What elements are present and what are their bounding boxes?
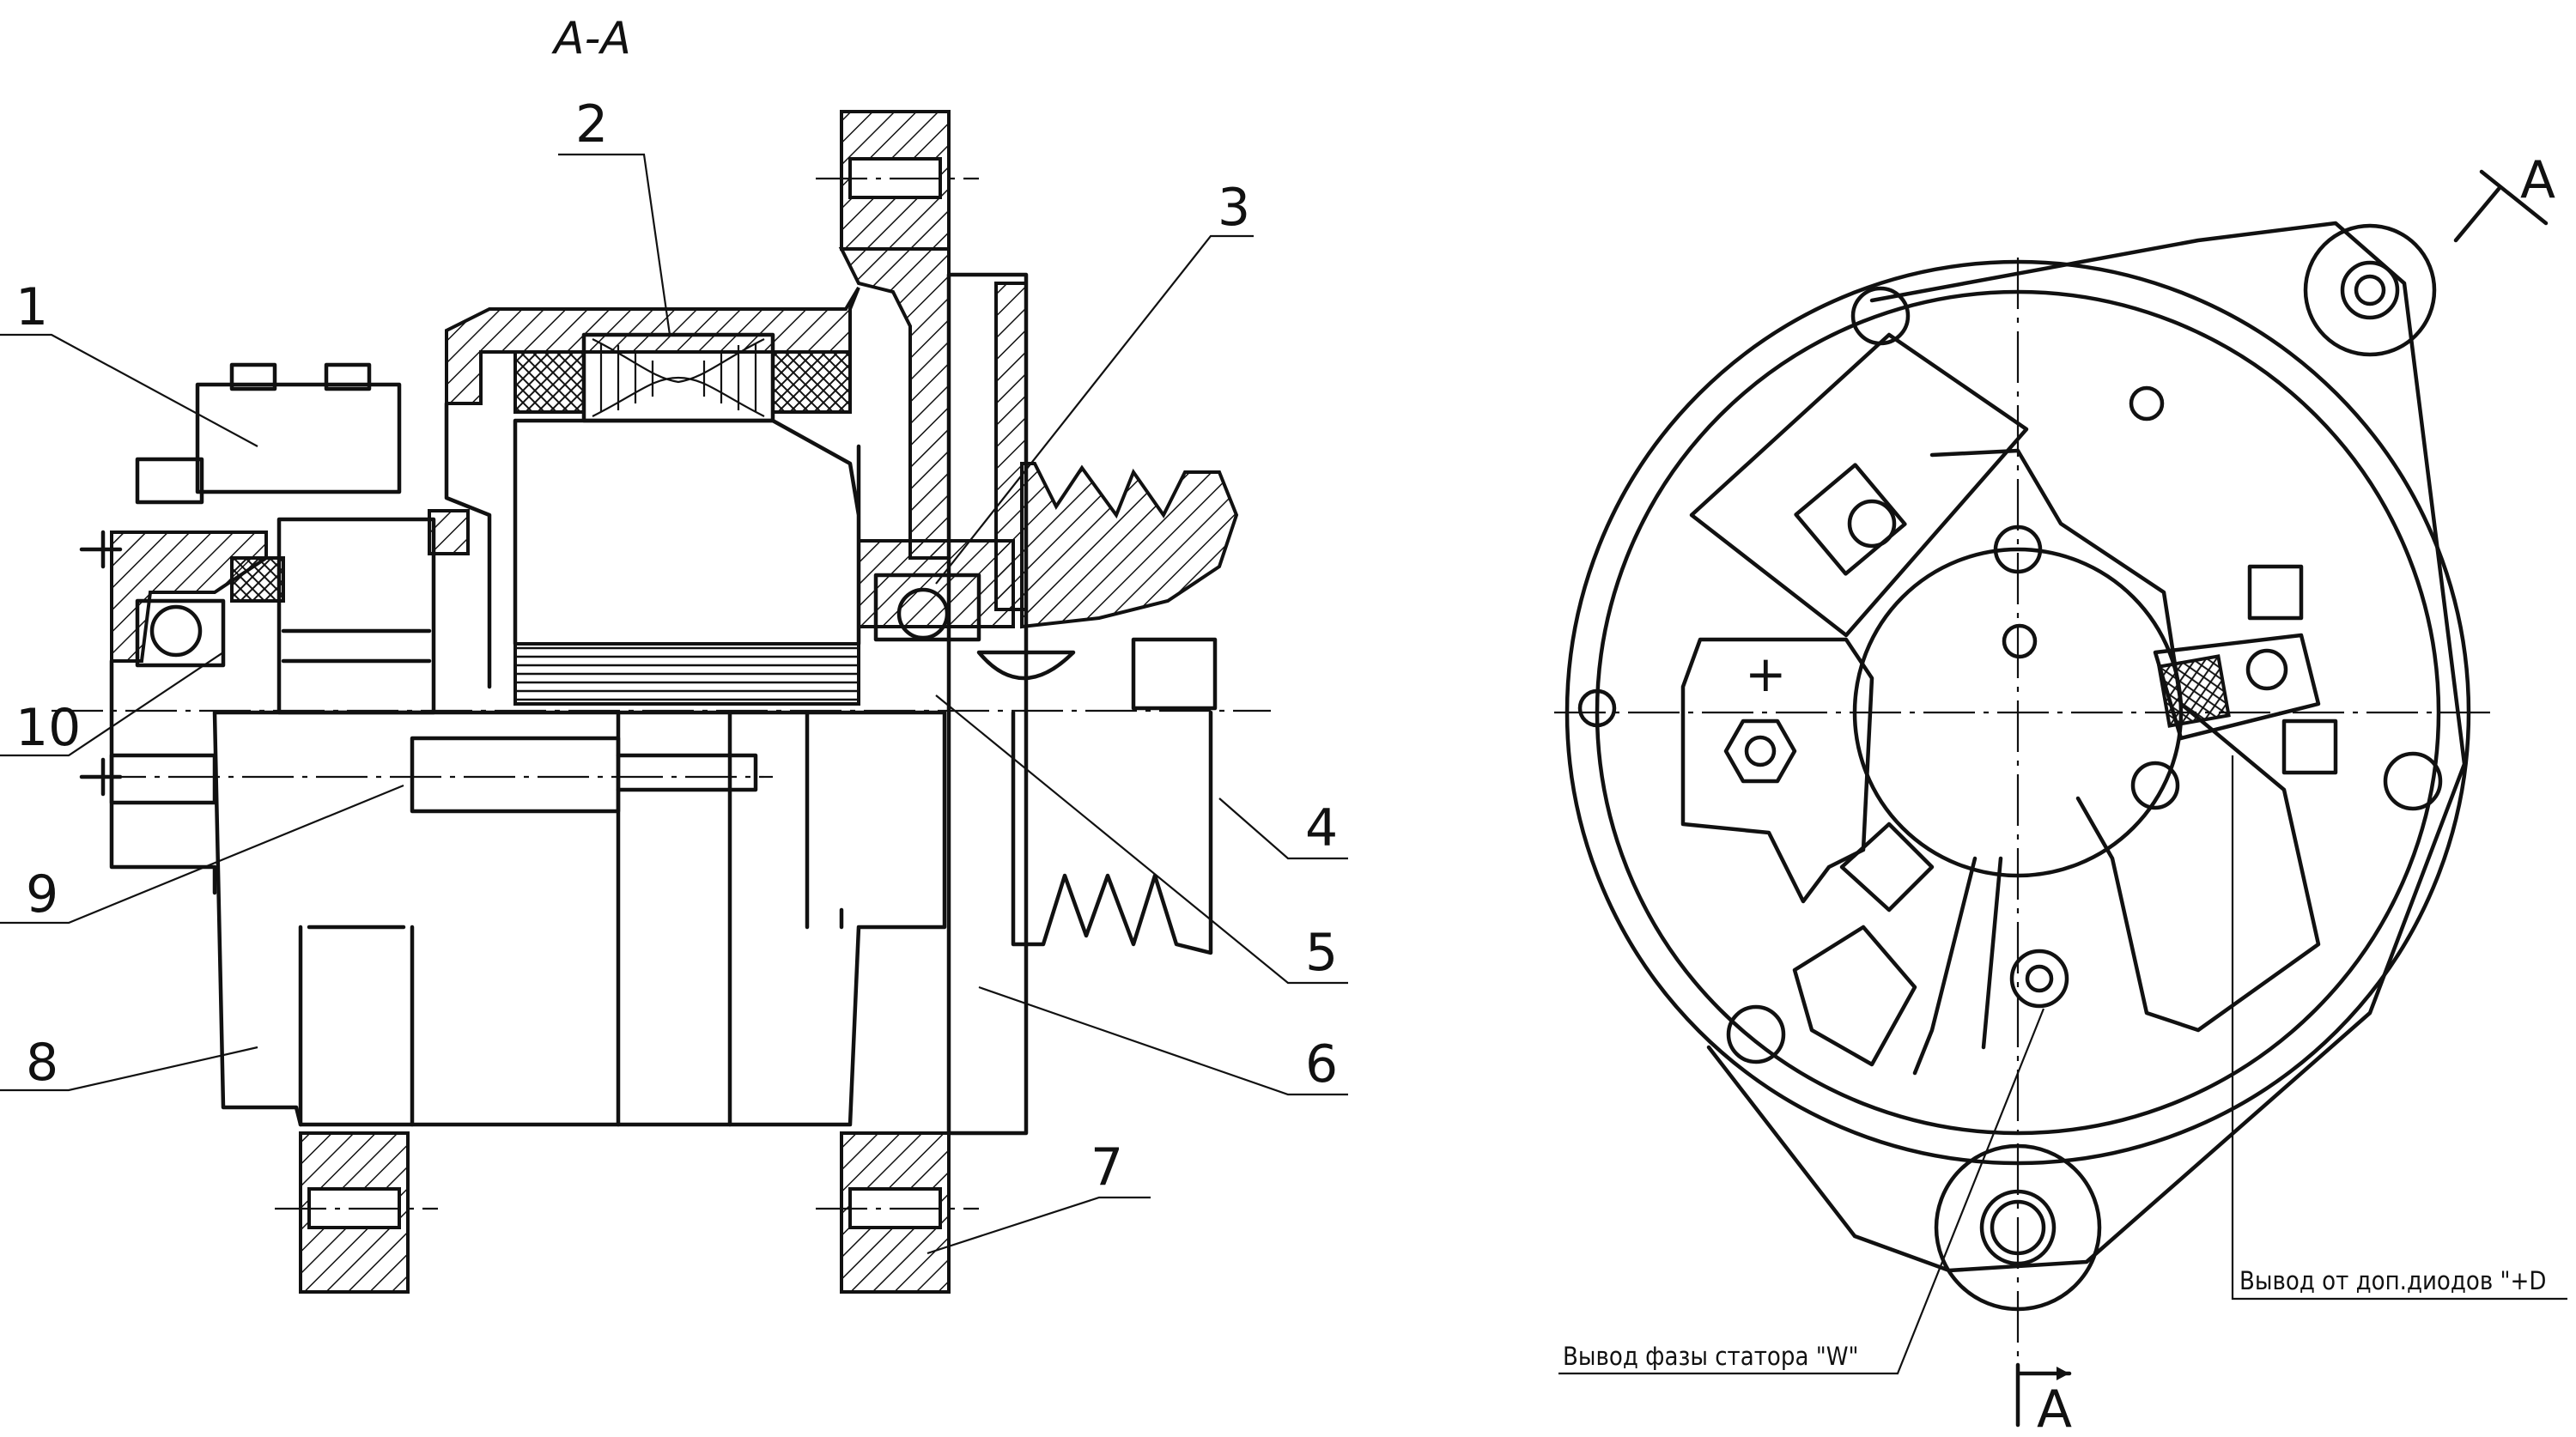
lower-lug	[1934, 1143, 2102, 1312]
callout-leaders	[0, 153, 1348, 1255]
w-terminal	[2009, 949, 2069, 1009]
callout-5: 5	[1305, 923, 1338, 983]
pulley-section	[1020, 462, 1239, 629]
annotation-extra-diodes: Вывод от доп.диодов "+D	[2239, 1266, 2547, 1295]
section-letter-bottom: A	[2037, 1379, 2072, 1437]
callout-4: 4	[1305, 798, 1338, 858]
ground-symbol-icon	[2002, 623, 2038, 659]
callout-9: 9	[26, 864, 58, 925]
upper-lug	[2303, 223, 2437, 357]
callout-10: 10	[15, 698, 81, 758]
section-view: A-A	[0, 13, 1348, 1294]
bolt-icon	[2383, 751, 2443, 811]
section-title: A-A	[551, 13, 631, 64]
woodruff-key	[976, 650, 1076, 681]
screw-icon	[79, 757, 123, 797]
bolt-icon	[1726, 1004, 1786, 1064]
rotor-core	[513, 642, 860, 706]
mounting-flange	[1706, 221, 2467, 1273]
bolt-icon	[2130, 761, 2180, 810]
rear-bearing	[135, 598, 226, 668]
annotation-stator-phase: Вывод фазы статора "W"	[1563, 1342, 1859, 1371]
voltage-regulator	[195, 382, 402, 494]
callout-7: 7	[1091, 1137, 1123, 1198]
rectifier-plate	[1680, 637, 1874, 904]
callout-8: 8	[26, 1033, 58, 1093]
end-view: + A A Вывод фазы статора "W" Вывод от до…	[1554, 150, 2567, 1437]
callout-3: 3	[1218, 178, 1250, 238]
brush-holder	[1689, 332, 2029, 638]
housing-shell-section	[445, 286, 860, 405]
through-bolt	[410, 736, 621, 814]
stator-winding-left	[513, 350, 586, 414]
battery-terminal-nut	[1723, 718, 1797, 784]
section-letter-top: A	[2520, 150, 2555, 210]
rear-cover-section	[110, 531, 268, 663]
lower-housing	[212, 710, 947, 1127]
callout-2: 2	[575, 94, 608, 155]
leader-extra-diodes	[2231, 755, 2567, 1301]
callout-6: 6	[1305, 1034, 1338, 1094]
plus-sign: +	[1745, 645, 1787, 703]
bolt-icon	[2129, 385, 2165, 421]
stator-winding-right	[771, 350, 852, 414]
screw-icon	[79, 530, 123, 569]
fan-disc	[946, 272, 1029, 1136]
housing-inner	[1595, 289, 2441, 1136]
section-marker-top	[2453, 169, 2549, 243]
pulley-nut	[1131, 637, 1218, 711]
through-bolt-head	[109, 753, 217, 805]
housing-outline	[1564, 259, 2471, 1166]
callout-1: 1	[15, 277, 48, 337]
leader-stator-phase	[1558, 1008, 2045, 1375]
